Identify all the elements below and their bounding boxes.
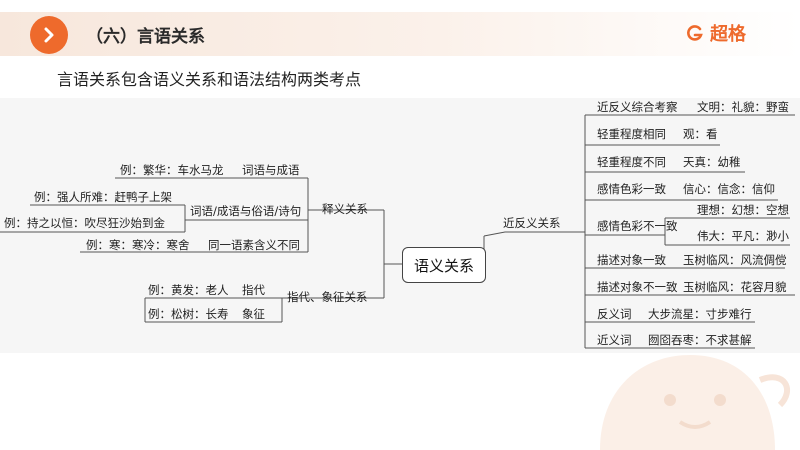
example-text: 囫囵吞枣：不求甚解 (648, 333, 752, 347)
example-text: 例：松树：长寿 (148, 307, 229, 321)
branch-label-synonym-antonym: 近反义关系 (503, 216, 561, 230)
brand-name: 超格 (710, 24, 746, 45)
page-subtitle: 言语关系包含语义关系和语法结构两类考点 (57, 70, 362, 89)
relation-type: 指代 (242, 283, 265, 297)
relation-type: 同一语素含义不同 (208, 238, 300, 252)
chevron-right-icon (30, 16, 68, 54)
example-text: 例：强人所难：赶鸭子上架 (34, 190, 172, 204)
example-text: 大步流星：寸步难行 (648, 307, 752, 321)
example-text: 信心：信念：信仰 (683, 182, 775, 196)
relation-type: 轻重程度相同 (597, 127, 666, 141)
relation-type: 描述对象不一致 (597, 280, 678, 294)
mascot-watermark (600, 355, 791, 450)
example-text: 理想：幻想：空想 (697, 203, 789, 217)
example-text: 玉树临风：花容月貌 (683, 280, 787, 294)
relation-type: 近义词 (597, 333, 632, 347)
brand-g-icon (687, 25, 703, 41)
example-text: 玉树临风：风流倜傥 (683, 253, 787, 267)
relation-type: 轻重程度不同 (597, 155, 666, 169)
mindmap-background (0, 98, 800, 353)
relation-type: 词语/成语与俗语/诗句 (190, 204, 302, 218)
brand-logo: 超格 (686, 20, 746, 46)
header-bar (0, 12, 800, 56)
example-text: 观：看 (683, 127, 718, 141)
relation-type: 象征 (242, 307, 265, 321)
relation-type: 感情色彩一致 (597, 182, 666, 196)
example-text: 例：黄发：老人 (148, 283, 229, 297)
section-title: （六）言语关系 (86, 27, 205, 47)
example-text: 伟大：平凡：渺小 (697, 229, 789, 243)
example-text: 天真：幼稚 (683, 155, 741, 169)
branch-label-reference-symbol: 指代、象征关系 (287, 290, 368, 304)
branch-label-explanation: 释义关系 (322, 202, 368, 216)
relation-type: 近反义综合考察 (597, 100, 678, 114)
relation-type: 反义词 (597, 307, 632, 321)
relation-type: 描述对象一致 (597, 253, 666, 267)
example-text: 文明：礼貌：野蛮 (697, 100, 789, 114)
example-text: 例：繁华：车水马龙 (120, 163, 224, 177)
example-text: 例：持之以恒：吹尽狂沙始到金 (4, 216, 165, 230)
center-node: 语义关系 (402, 247, 486, 283)
example-text: 例：寒：寒冷：寒舍 (86, 238, 190, 252)
relation-type: 感情色彩不一致 (597, 219, 678, 233)
relation-type: 词语与成语 (242, 163, 300, 177)
